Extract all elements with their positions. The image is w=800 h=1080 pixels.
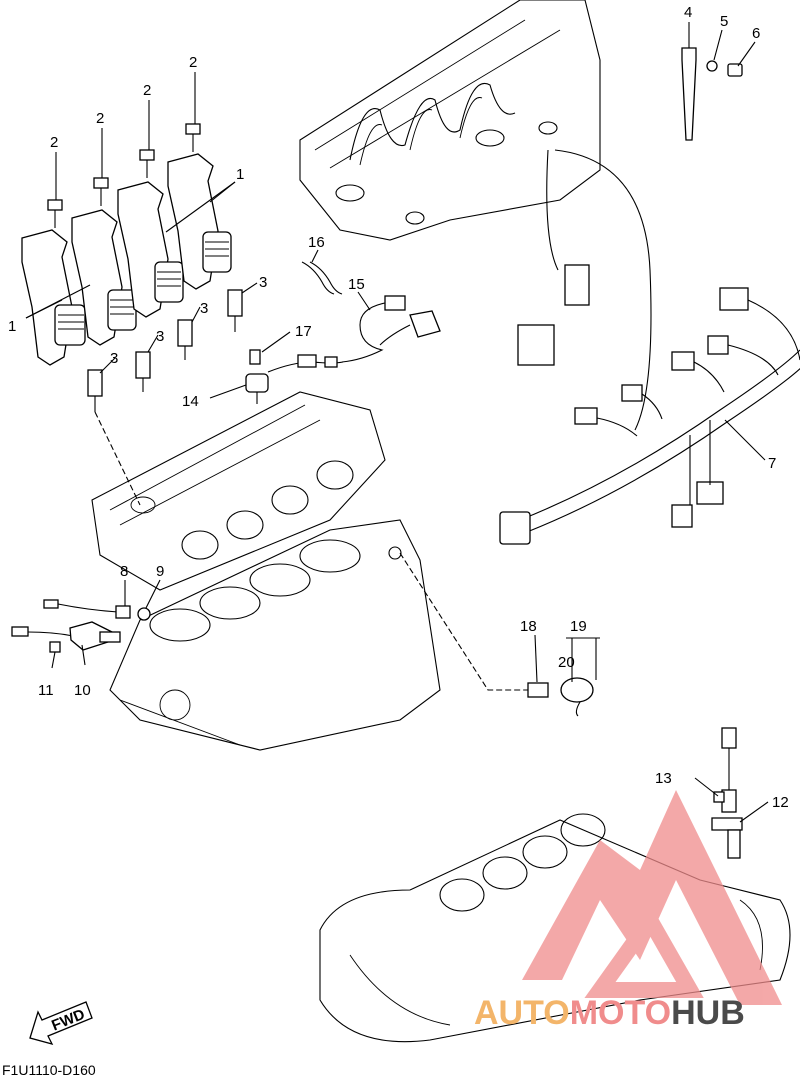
sensor-8-9 — [43, 599, 151, 621]
callout-3c: 3 — [156, 328, 164, 345]
bolts-2 — [47, 123, 201, 228]
callout-2b: 2 — [96, 110, 104, 127]
callout-7: 7 — [768, 455, 776, 472]
callout-labels: 1 1 2 2 2 2 3 3 3 3 4 5 6 7 8 9 10 11 12… — [8, 4, 789, 811]
ignition-coil-1 — [21, 229, 86, 366]
callout-3a: 3 — [259, 274, 267, 291]
sensor-10-11 — [11, 621, 121, 653]
cylinder-block — [109, 519, 441, 751]
callout-3d: 3 — [110, 350, 118, 367]
watermark-auto: AUTO — [474, 994, 570, 1032]
callout-14: 14 — [182, 393, 199, 410]
cam-sensor-14 — [245, 349, 269, 404]
callout-16: 16 — [308, 234, 325, 251]
ignition-coil-2 — [71, 209, 137, 346]
valve-cover-outline — [299, 0, 601, 241]
wire-harness-7 — [499, 149, 800, 545]
band-4-nut-5-bolt-6 — [681, 47, 743, 141]
callout-12: 12 — [772, 794, 789, 811]
sensor-18 — [527, 682, 549, 698]
clip-16 — [301, 261, 343, 295]
callout-1b: 1 — [8, 318, 16, 335]
callout-5: 5 — [720, 13, 728, 30]
watermark-text: AUTOMOTOHUB — [474, 994, 745, 1033]
callout-8: 8 — [120, 563, 128, 580]
callout-2d: 2 — [189, 54, 197, 71]
watermark-hub: HUB — [671, 994, 745, 1032]
callout-2c: 2 — [143, 82, 151, 99]
callout-10: 10 — [74, 682, 91, 699]
diagram-code: F1U1110-D160 — [2, 1062, 96, 1078]
callout-3b: 3 — [200, 300, 208, 317]
fwd-arrow-icon: FWD — [29, 1001, 93, 1046]
callout-6: 6 — [752, 25, 760, 42]
cylinder-head — [91, 391, 386, 591]
watermark-moto: MOTO — [569, 994, 672, 1032]
sensor-lead-15 — [341, 295, 441, 363]
leader-lines — [25, 22, 769, 823]
fwd-label: FWD — [49, 1006, 87, 1035]
spark-plugs-3 — [87, 289, 243, 412]
callout-9: 9 — [156, 563, 164, 580]
throttle-body — [319, 813, 791, 1043]
callout-19: 19 — [570, 618, 587, 635]
ignition-coil-3 — [117, 181, 184, 318]
sensor-wire-17 — [267, 354, 344, 373]
callout-11: 11 — [38, 682, 54, 699]
ignition-coil-4 — [167, 153, 232, 290]
callout-2a: 2 — [50, 134, 58, 151]
callout-15: 15 — [348, 276, 365, 293]
callout-1a: 1 — [236, 166, 244, 183]
callout-18: 18 — [520, 618, 537, 635]
sensor-12-bolt-13 — [711, 727, 743, 859]
callout-4: 4 — [684, 4, 692, 21]
callout-17: 17 — [295, 323, 312, 340]
callout-13: 13 — [655, 770, 672, 787]
sensor-19-20 — [560, 677, 594, 717]
watermark-logo-icon — [522, 790, 782, 1005]
callout-20: 20 — [558, 654, 575, 671]
